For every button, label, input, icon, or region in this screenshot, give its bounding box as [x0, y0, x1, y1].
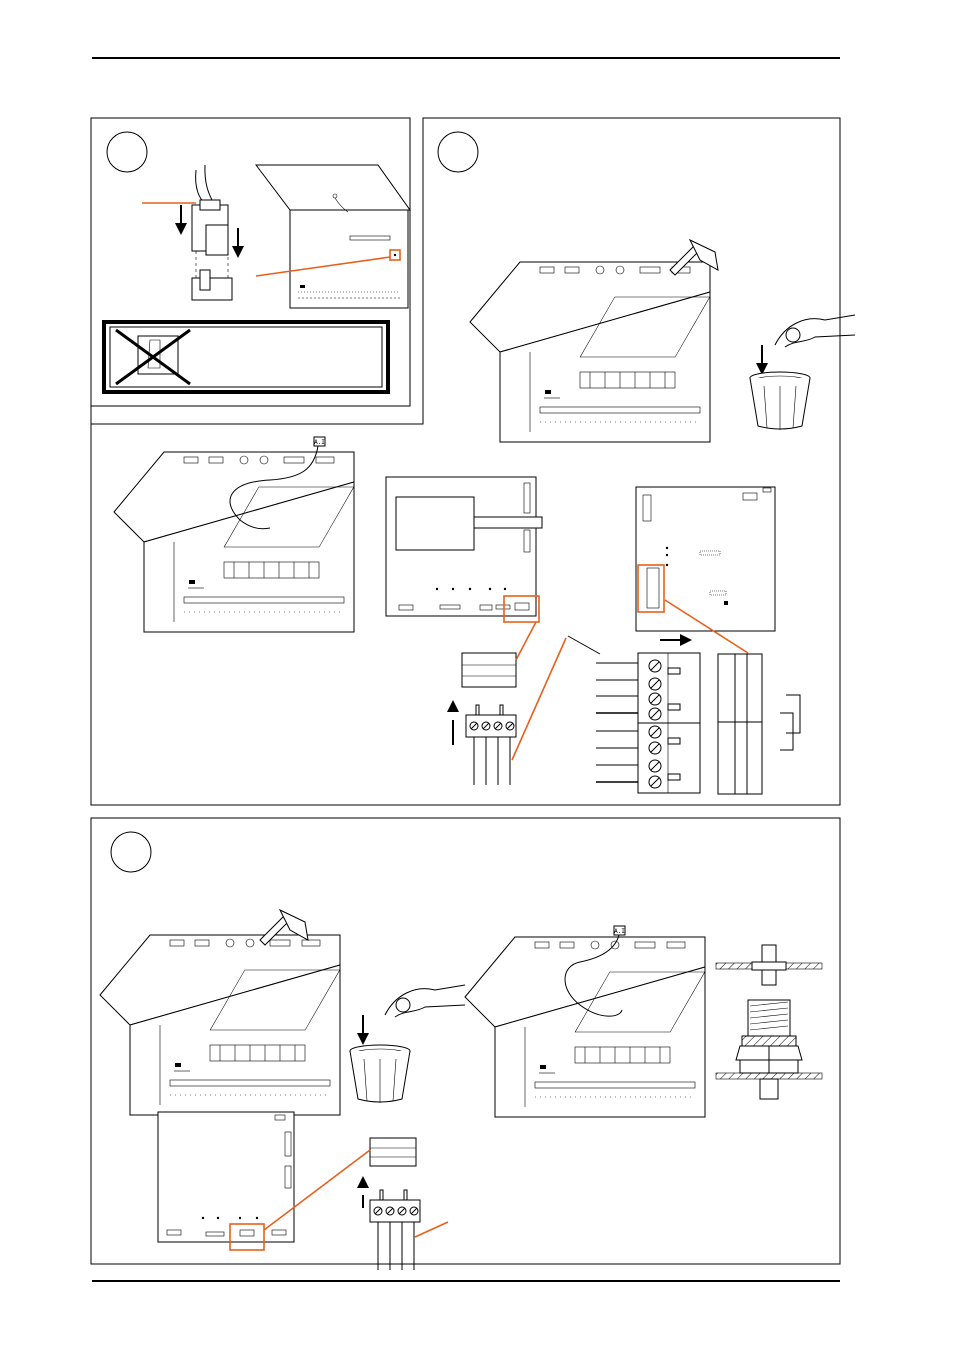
hand-icon: [385, 985, 465, 1017]
waste-bin-icon: [350, 1045, 410, 1103]
callout-line: [415, 1222, 448, 1237]
callout-line: [512, 638, 566, 760]
step-circle-2: [438, 132, 478, 172]
pcb-board-1: [386, 477, 542, 622]
callout-line: [516, 622, 536, 660]
enclosure-1: [256, 165, 410, 308]
arrow-right-icon: [660, 634, 692, 646]
arrow-up-icon: [357, 1176, 369, 1208]
plug-assembly: [142, 165, 244, 300]
cable-gland-detail: [716, 945, 822, 1099]
waste-bin-icon: [750, 372, 810, 430]
cover-block: [462, 653, 516, 687]
pcb-board-3: [158, 1112, 294, 1250]
step-circle-1: [107, 132, 147, 172]
hand-icon: [775, 315, 855, 347]
pcb-board-2: [636, 487, 775, 631]
arrow-down-icon: [756, 345, 768, 375]
cable-tag-label: A.I: [314, 439, 325, 446]
step-circle-3: [111, 832, 151, 872]
warning-box: [104, 322, 388, 392]
arrow-down-icon: [175, 205, 187, 235]
enclosure-knockout-3: [100, 935, 340, 1115]
enclosure-knockout: [470, 262, 710, 442]
arrow-down-icon: [232, 228, 244, 258]
enclosure-cable: [114, 452, 354, 632]
cable-tag-label: A.I: [614, 928, 625, 935]
terminal-connector: [370, 1190, 420, 1270]
arrow-up-icon: [447, 700, 459, 745]
cover-block: [370, 1138, 416, 1166]
enclosure-cable-3: [465, 937, 705, 1117]
arrow-down-icon: [357, 1015, 369, 1045]
terminal-connector: [466, 705, 516, 785]
panel-3: A.I: [91, 818, 840, 1270]
panel-1: [91, 118, 410, 406]
